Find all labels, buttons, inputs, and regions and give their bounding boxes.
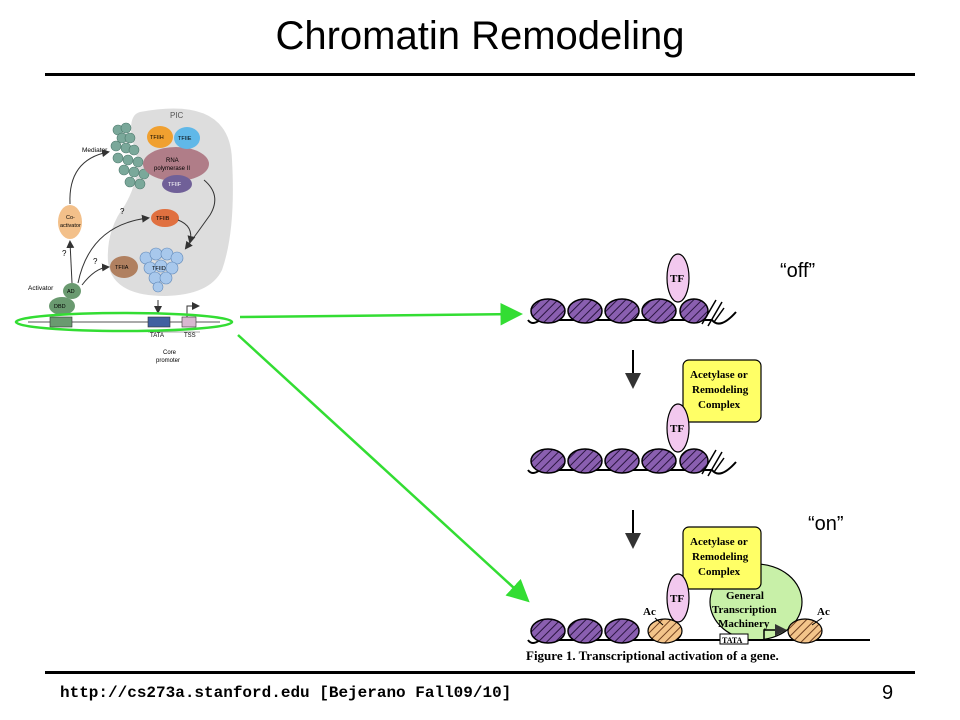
tata-box-right	[719, 633, 749, 645]
ac-label-right: Ac	[817, 606, 830, 618]
complex-2-line-2: Remodeling	[692, 551, 749, 563]
question-2: ?	[62, 249, 67, 258]
state-off: “off”	[780, 260, 815, 282]
tfiih-label: TFIIH	[150, 135, 164, 141]
tf-protein-3	[666, 573, 690, 623]
complex-1-line-3: Complex	[698, 399, 741, 411]
activator-dbd	[49, 297, 75, 315]
footer-rule	[45, 671, 915, 674]
rna-label-1: RNA	[166, 158, 179, 164]
tss-box	[181, 316, 197, 328]
green-arrow-off	[239, 302, 523, 326]
coactivator	[58, 205, 82, 239]
activator-ad	[63, 283, 81, 299]
tf-protein-1	[666, 253, 690, 303]
page-number: 9	[882, 682, 894, 704]
core-label-1: Core	[163, 350, 177, 356]
state-on: “on”	[808, 513, 844, 535]
gtm-line-2: Transcription	[712, 604, 777, 616]
chromatin-row-3: General Transcription Machinery Acetylas…	[527, 526, 870, 645]
pic-label: PIC	[170, 111, 184, 120]
tss-label: TSS	[184, 333, 196, 339]
tfiid-label: TFIID	[152, 266, 166, 272]
green-arrow-on	[237, 334, 530, 603]
tfiia	[110, 256, 138, 278]
question-1: ?	[120, 207, 125, 216]
tata-box	[147, 316, 171, 328]
pic-arrows	[66, 149, 216, 314]
title-rule	[45, 73, 915, 76]
tfiia-label: TFIIA	[115, 265, 129, 271]
complex-1-line-2: Remodeling	[692, 384, 749, 396]
pic-diagram: PIC Mediator RNA polymerase II TFIIH TFI…	[14, 108, 234, 364]
tfiib	[151, 209, 179, 227]
tata-label: TATA	[150, 333, 164, 339]
rna-pol-ii	[143, 147, 209, 181]
tf-label-3: TF	[670, 593, 684, 605]
tfiif	[162, 175, 192, 193]
gtm-line-3: Machinery	[718, 618, 770, 630]
complex-2-line-1: Acetylase or	[690, 536, 748, 548]
promoter-highlight	[14, 311, 234, 333]
complex-2-line-3: Complex	[698, 566, 741, 578]
tfiie	[174, 127, 200, 149]
tf-label-1: TF	[670, 273, 684, 285]
activator-site	[49, 316, 73, 328]
ad-label: AD	[67, 289, 75, 295]
tss-arrow	[186, 302, 200, 317]
ac-label-left: Ac	[643, 606, 656, 618]
figure-caption: Figure 1. Transcriptional activation of …	[526, 648, 779, 663]
tfiih	[147, 126, 173, 148]
tata-label-right: TATA	[722, 636, 743, 645]
chromatin-row-1: TF	[527, 253, 737, 327]
mediator-cluster	[110, 122, 150, 190]
tf-protein-2	[666, 403, 690, 453]
complex-box-2	[682, 526, 762, 590]
tss-arrow-right	[763, 624, 787, 640]
core-label-2: promoter	[156, 358, 180, 364]
complex-1-line-1: Acetylase or	[690, 369, 748, 381]
tfiif-label: TFIIF	[168, 182, 182, 188]
footer-url: http://cs273a.stanford.edu [Bejerano Fal…	[60, 684, 512, 702]
coactivator-label-1: Co-	[66, 215, 75, 221]
tfiie-label: TFIIE	[178, 136, 192, 142]
tfiib-label: TFIIB	[156, 216, 170, 222]
dbd-label: DBD	[54, 304, 66, 310]
gtm-line-1: General	[726, 590, 764, 602]
rna-label-2: polymerase II	[154, 166, 190, 172]
question-3: ?	[93, 257, 98, 266]
chromatin-row-2: Acetylase or Remodeling Complex TF	[527, 359, 762, 477]
mediator-label: Mediator	[82, 147, 108, 154]
complex-box-1	[682, 359, 762, 423]
coactivator-label-2: activator	[60, 223, 81, 229]
activator-label: Activator	[28, 285, 54, 292]
tfiid-cluster	[139, 247, 184, 293]
slide-title: Chromatin Remodeling	[275, 14, 685, 58]
activation-figure: TF “off” Acetylase or Remodeling Complex…	[526, 253, 870, 663]
tf-label-2: TF	[670, 423, 684, 435]
